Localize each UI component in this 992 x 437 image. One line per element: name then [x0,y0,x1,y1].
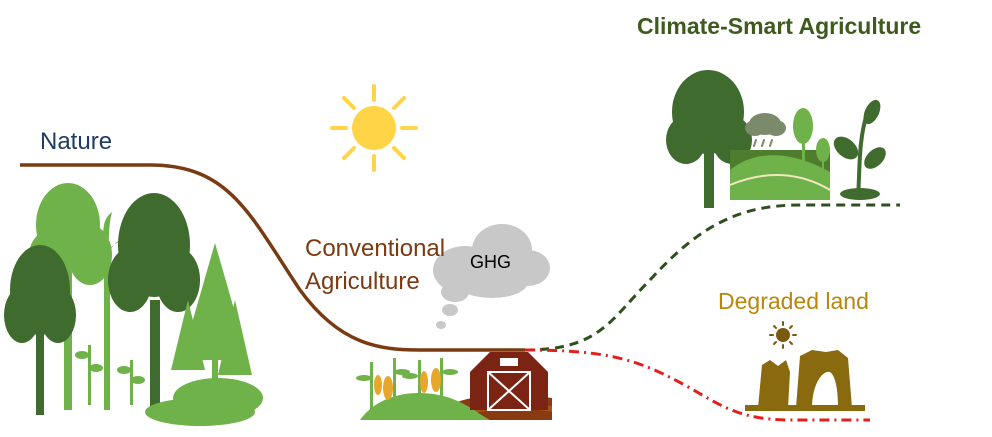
dim-sun-icon [769,321,797,349]
nature-label: Nature [40,128,112,155]
ghg-label: GHG [470,252,511,272]
conventional-agriculture-label-line1: Conventional [305,235,445,262]
sprout-icon [833,99,886,200]
hills-icon [729,108,831,200]
degraded-land-pathway-line [524,348,870,422]
farm-icon [356,352,552,420]
conventional-agriculture-label-line2: Agriculture [305,268,420,295]
nature-to-conventional-line [20,163,525,352]
cloud-icon [433,224,550,329]
eroded-rock-icon [745,350,865,411]
tree-icon [666,70,752,208]
rain-cloud-icon [745,113,786,147]
climate-smart-pathway-line [524,203,900,352]
corn-icon [356,358,458,412]
barn-icon [470,352,548,411]
climate-smart-agriculture-label: Climate-Smart Agriculture [637,13,921,39]
sun-icon [330,84,418,172]
degraded-land-label: Degraded land [718,288,869,314]
forest-icon [4,183,263,426]
